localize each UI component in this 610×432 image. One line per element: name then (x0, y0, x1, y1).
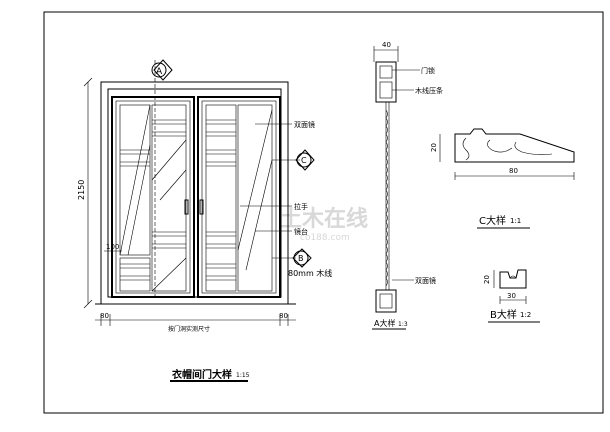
callout-b-diamond (292, 248, 312, 268)
callout-a-top-label: A (156, 67, 163, 77)
glass-hatch (127, 144, 151, 256)
section-a-scale: 1:3 (398, 321, 408, 328)
callout-b-label: B (298, 254, 304, 263)
section-b: 20 30 B大样 1:2 (483, 269, 540, 323)
callout-c-circle (296, 152, 312, 168)
left-glass-left (119, 104, 151, 256)
glass-hatch (237, 109, 273, 251)
dim-right-80: 80 (279, 312, 288, 320)
bottom-dimensions: 80 80 按门洞实测尺寸 (95, 312, 296, 333)
glass-hatch (151, 139, 187, 181)
callout-a-circle (151, 62, 167, 78)
callout-a-diamond (153, 59, 173, 81)
section-b-profile (499, 269, 527, 289)
glass-hatch (119, 104, 151, 256)
watermark-text: 土木在线 (280, 206, 368, 232)
section-b-title: B大样 (490, 308, 517, 321)
left-leaf-frame (111, 96, 195, 298)
section-c-curve (487, 139, 513, 153)
right-leaf-frame (197, 96, 281, 298)
dim-width-label: 按门洞实测尺寸 (168, 325, 210, 333)
door-section-wave (385, 109, 388, 287)
section-b-scale: 1:2 (520, 311, 531, 319)
left-handle (184, 199, 189, 215)
glass-hatch (159, 169, 187, 201)
callout-b: B (292, 248, 312, 268)
section-c-curve (462, 137, 470, 161)
dim-100-text: 100 (106, 243, 119, 251)
left-bottom-panel (119, 257, 151, 292)
callout-c-diamond (295, 149, 315, 171)
label-mirror-bottom: 双面镜 (415, 276, 436, 285)
dim-tick (83, 299, 93, 309)
dim-tick (83, 77, 93, 87)
main-title: 衣帽间门大样 (172, 368, 232, 381)
section-a-title: A大样 (374, 318, 395, 328)
dim-height-text: 2150 (77, 180, 86, 200)
section-a-foot (375, 289, 397, 313)
section-b-width: 30 (507, 292, 516, 300)
section-b-curve (509, 275, 517, 279)
section-a-width: 40 (382, 41, 391, 49)
section-c-title: C大样 (479, 214, 506, 227)
left-shelf-column (151, 104, 187, 292)
section-c-curve (514, 141, 553, 155)
section-c-width: 80 (509, 167, 518, 175)
section-c-profile (454, 128, 575, 163)
height-dimension: 2150 (77, 77, 93, 309)
section-c-scale: 1:1 (510, 217, 521, 225)
door-elevation: A 2150 100 80 80 按门洞实测尺寸 双面镜 (77, 59, 332, 382)
callout-b-circle (293, 250, 309, 266)
callout-c: C (295, 149, 315, 171)
watermark: 土木在线 co188.com (280, 206, 368, 243)
main-scale: 1:15 (236, 372, 250, 379)
callout-a-top: A (151, 59, 173, 81)
left-leaf-inner (115, 100, 191, 294)
section-a-foot-inner (379, 293, 393, 309)
label-mirror-top: 双面镜 (294, 120, 315, 129)
label-wood-strip: 木线压条 (415, 86, 443, 95)
leader-labels: 双面镜 C 拉手 镜台 B 80mm 木线 (240, 120, 332, 278)
label-mirror-mid: 镜台 (294, 227, 308, 236)
callout-c-label: C (301, 156, 307, 165)
dim-left-80: 80 (100, 312, 109, 320)
label-handle: 拉手 (294, 202, 308, 211)
right-glass-panel (237, 104, 273, 292)
label-door-lock: 门锁 (421, 66, 435, 75)
sheet-border (43, 11, 604, 414)
watermark-sub: co188.com (300, 233, 350, 243)
section-c: 20 80 C大样 1:1 (430, 128, 575, 229)
right-leaf-inner (201, 100, 277, 294)
right-handle (199, 199, 204, 215)
right-door-leaf (197, 96, 281, 298)
section-a-strip (379, 81, 393, 99)
section-c-height: 20 (430, 143, 438, 152)
section-a: 40 门锁 木线压条 双面镜 A大样 1:3 (372, 41, 443, 330)
right-shelf-column (205, 104, 237, 292)
left-door-leaf (111, 96, 195, 298)
section-b-height: 20 (483, 275, 491, 284)
glass-hatch (151, 257, 187, 292)
label-80mm: 80mm 木线 (288, 268, 332, 278)
section-a-lock (379, 65, 393, 79)
glass-hatch (245, 159, 273, 271)
